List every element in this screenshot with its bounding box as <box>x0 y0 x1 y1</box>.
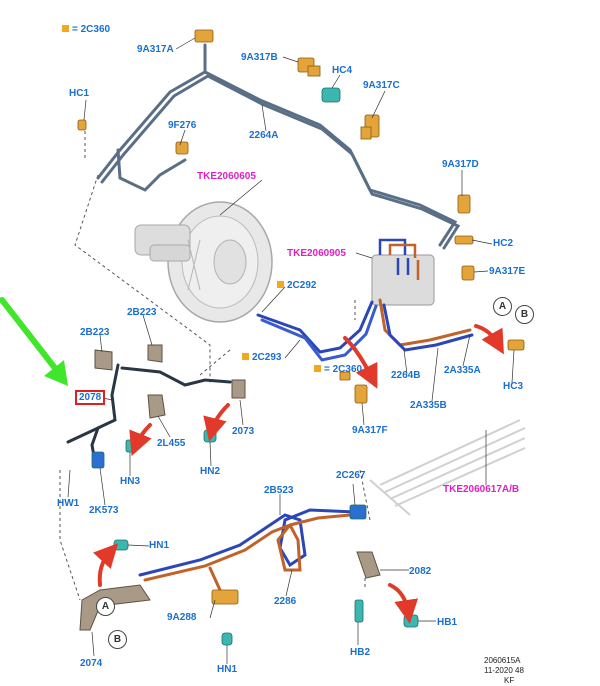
figure-id-line2: 11-2020 48 <box>484 666 524 675</box>
label-9a317f: 9A317F <box>352 425 388 436</box>
orange-clips <box>77 29 525 605</box>
label-2074: 2074 <box>80 658 103 669</box>
center-lines <box>256 298 474 362</box>
upper-brake-lines <box>96 43 461 250</box>
circle-b-bottom: B <box>108 630 127 649</box>
label-2c267: 2C267 <box>336 470 366 481</box>
legend-marker-icon <box>314 365 321 372</box>
circle-b-top: B <box>515 305 534 324</box>
label-9a317d: 9A317D <box>442 159 479 170</box>
label-9a317a: 9A317A <box>137 44 174 55</box>
legend-text: = 2C360 <box>324 364 363 375</box>
label-hn2: HN2 <box>200 466 221 477</box>
label-hc4: HC4 <box>332 65 353 76</box>
red-arrows <box>93 324 504 624</box>
circle-a-bottom: A <box>96 597 115 616</box>
brake-booster <box>134 201 273 323</box>
label-2073: 2073 <box>232 426 255 437</box>
label-2286: 2286 <box>274 596 297 607</box>
legend-text: = 2C360 <box>72 24 111 35</box>
hydraulic-unit <box>371 238 435 306</box>
label-2b223-top: 2B223 <box>127 307 157 318</box>
label-9f276: 9F276 <box>168 120 197 131</box>
label-hw1: HW1 <box>57 498 80 509</box>
label-hn1-top: HN1 <box>149 540 170 551</box>
legend-2c360-mid: = 2C360 <box>314 364 362 375</box>
label-hb1: HB1 <box>437 617 458 628</box>
lower-brake-lines <box>138 508 357 592</box>
label-2078: 2078 <box>75 390 106 405</box>
legend-2c360-top: = 2C360 <box>62 24 110 35</box>
label-2082: 2082 <box>409 566 432 577</box>
label-tke2060617ab: TKE2060617A/B <box>443 484 520 495</box>
legend-text: 2C293 <box>252 352 282 363</box>
green-pointer-arrow <box>0 297 68 386</box>
legend-text: 2C292 <box>287 280 317 291</box>
label-2264a: 2264A <box>249 130 279 141</box>
legend-2c293: 2C293 <box>242 352 281 363</box>
label-tke2060905: TKE2060905 <box>287 248 346 259</box>
label-2a335a: 2A335A <box>444 365 481 376</box>
label-9a317e: 9A317E <box>489 266 526 277</box>
label-2l455: 2L455 <box>157 438 186 449</box>
legend-marker-icon <box>242 353 249 360</box>
legend-marker-icon <box>277 281 284 288</box>
label-9a288: 9A288 <box>167 612 197 623</box>
label-hc1: HC1 <box>69 88 90 99</box>
legend-2c292: 2C292 <box>277 280 316 291</box>
label-hb2: HB2 <box>350 647 371 658</box>
faint-pipes <box>369 419 526 516</box>
label-9a317b: 9A317B <box>241 52 278 63</box>
label-2264b: 2264B <box>391 370 421 381</box>
circle-a-top: A <box>493 297 512 316</box>
label-2b223-left: 2B223 <box>80 327 110 338</box>
label-hc2: HC2 <box>493 238 514 249</box>
label-tke2060605: TKE2060605 <box>197 171 256 182</box>
label-2b523: 2B523 <box>264 485 294 496</box>
label-hn1-bottom: HN1 <box>217 664 238 675</box>
figure-id-line3: KF <box>504 676 515 685</box>
label-2k573: 2K573 <box>89 505 119 516</box>
figure-id-line1: 2060615A <box>484 656 521 665</box>
leader-lines <box>67 37 515 664</box>
label-2a335b: 2A335B <box>410 400 447 411</box>
label-9a317c: 9A317C <box>363 80 400 91</box>
legend-marker-icon <box>62 25 69 32</box>
label-hc3: HC3 <box>503 381 524 392</box>
brackets <box>79 344 381 631</box>
figure-id: 2060615A 11-2020 48 KF <box>484 656 524 686</box>
label-hn3: HN3 <box>120 476 141 487</box>
left-brake-hose <box>66 363 232 464</box>
